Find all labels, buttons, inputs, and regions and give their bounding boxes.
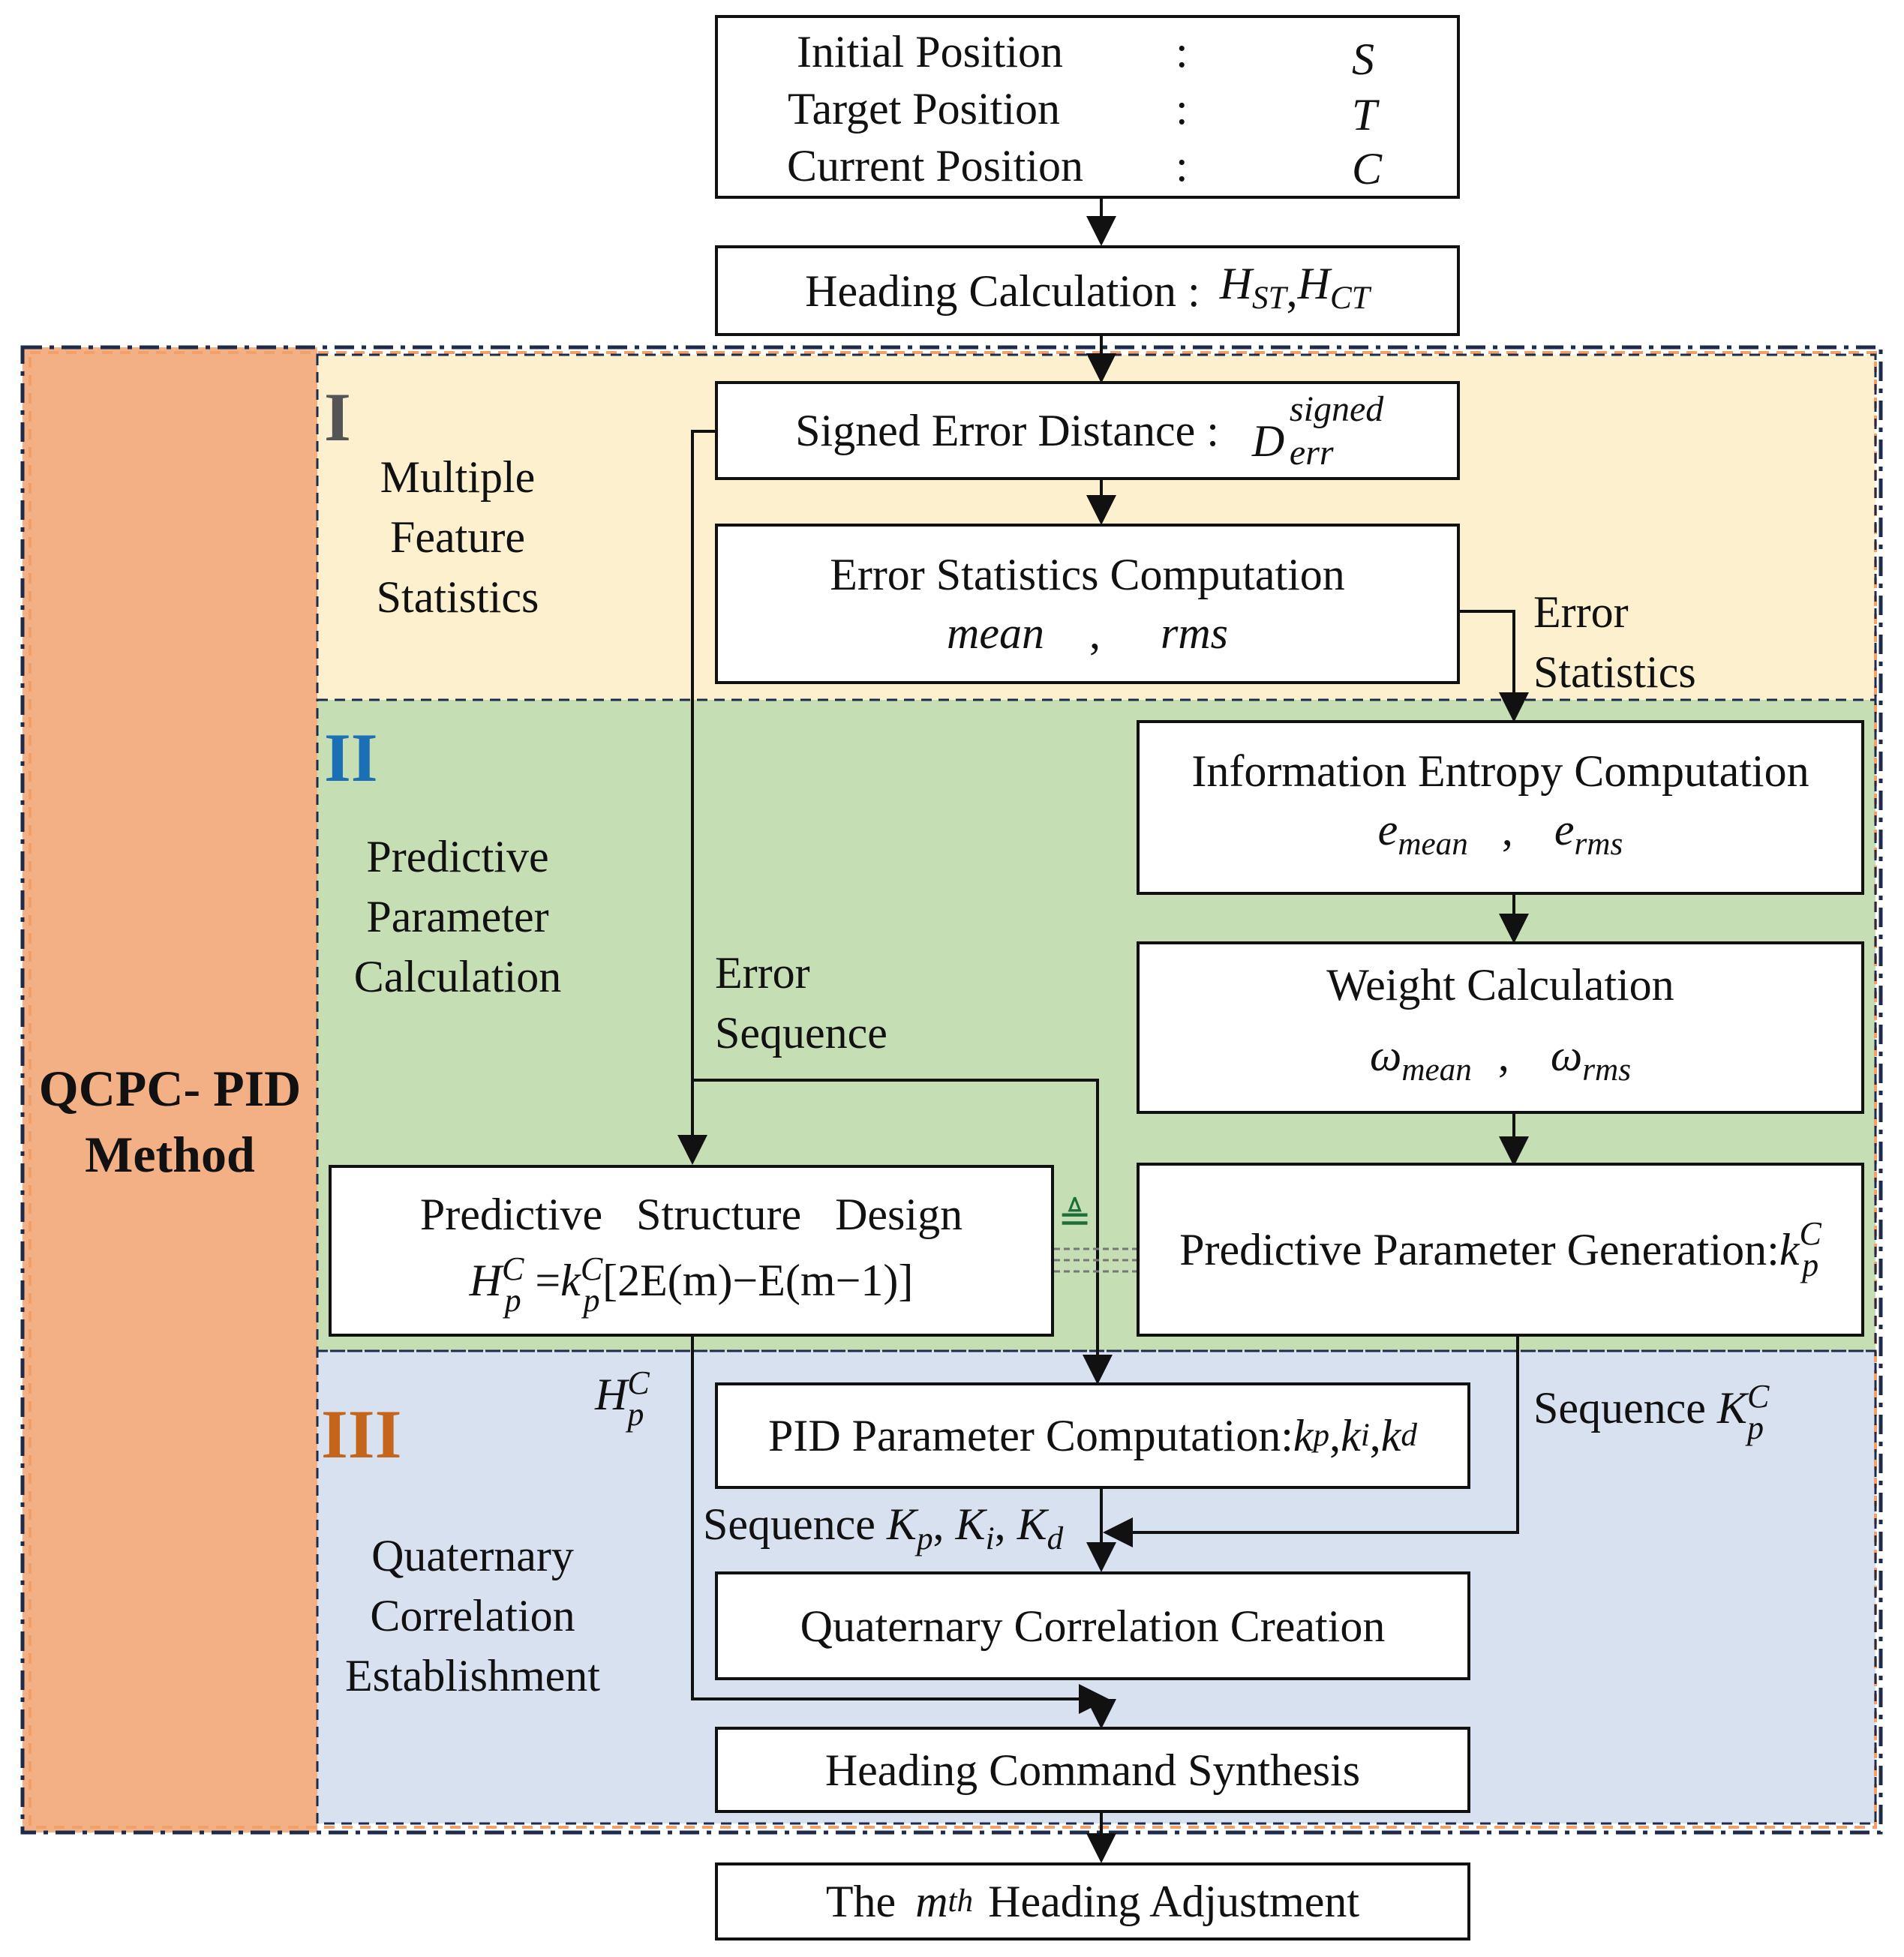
stage-2-numeral: II bbox=[324, 719, 378, 796]
heading-adjustment-post: Heading Adjustment bbox=[988, 1877, 1360, 1926]
error-statistics-rms: rms bbox=[1160, 608, 1228, 658]
error-statistics-label: Error Statistics bbox=[1533, 587, 1696, 697]
arrow-error-sequence-to-pid bbox=[692, 1079, 1113, 1385]
inputs-box: Initial Position : S Target Position : T… bbox=[715, 15, 1460, 199]
equivalence-connector bbox=[1054, 1247, 1137, 1273]
signed-error-label: Signed Error Distance : bbox=[795, 406, 1219, 455]
weight-calculation-box: Weight Calculation ωmean , ωrms bbox=[1137, 941, 1864, 1114]
quaternary-correlation-box: Quaternary Correlation Creation bbox=[715, 1571, 1470, 1680]
input-label-initial: Initial Position bbox=[797, 27, 1064, 77]
arrow-kp-sequence-to-quaternary bbox=[1103, 1337, 1519, 1547]
heading-h-st: HST bbox=[1219, 258, 1287, 316]
information-entropy-vars: emean , erms bbox=[1377, 804, 1623, 862]
information-entropy-title: Information Entropy Computation bbox=[1191, 746, 1809, 796]
stage-3-title-line1: Quaternary bbox=[371, 1531, 574, 1580]
method-label-line1: QCPC- PID bbox=[38, 1060, 302, 1117]
signed-error-symbol: D signed err bbox=[1251, 389, 1384, 473]
stage-2-title-line1: Predictive bbox=[366, 832, 549, 881]
heading-calculation-label: Heading Calculation : bbox=[805, 266, 1200, 316]
input-label-current: Current Position bbox=[787, 141, 1084, 191]
error-statistics-title: Error Statistics Computation bbox=[830, 550, 1345, 599]
stage-2-title: Predictive Parameter Calculation bbox=[330, 827, 585, 1007]
predictive-parameter-generation-label: Predictive Parameter Generation: bbox=[1179, 1225, 1779, 1274]
stage-1-numeral: I bbox=[324, 379, 351, 455]
heading-adjustment-pre: The bbox=[825, 1877, 896, 1926]
error-statistics-mean: mean bbox=[947, 608, 1044, 658]
method-label-line2: Method bbox=[85, 1126, 255, 1183]
stage-1-title-line2: Feature bbox=[390, 512, 525, 562]
heading-command-synthesis-box: Heading Command Synthesis bbox=[715, 1727, 1470, 1813]
input-label-target: Target Position bbox=[788, 84, 1061, 134]
stage-3-title-line3: Establishment bbox=[345, 1651, 600, 1700]
sequence-k-label: Sequence Kp, Ki, Kd bbox=[703, 1499, 1064, 1556]
heading-calculation-box: Heading Calculation : HST , HCT bbox=[715, 245, 1460, 336]
stage-2-title-line3: Calculation bbox=[353, 952, 562, 1001]
input-colon-initial: : bbox=[1176, 27, 1188, 77]
input-symbol-target: T bbox=[1352, 90, 1377, 140]
error-statistics-vars: mean , rms bbox=[947, 608, 1228, 658]
input-symbol-current: C bbox=[1352, 144, 1383, 194]
input-colon-target: : bbox=[1176, 84, 1188, 134]
error-statistics-box: Error Statistics Computation mean , rms bbox=[715, 524, 1460, 684]
outer-method-frame-accent bbox=[29, 351, 1877, 1829]
stage-2-title-line2: Parameter bbox=[366, 892, 549, 941]
input-row-current: Current Position : C bbox=[718, 137, 1457, 195]
weight-calculation-title: Weight Calculation bbox=[1326, 960, 1674, 1010]
stage-3-numeral: III bbox=[321, 1396, 402, 1472]
stage-1-title: Multiple Feature Statistics bbox=[330, 447, 585, 627]
method-band bbox=[23, 347, 317, 1832]
stage-3-title-line2: Correlation bbox=[370, 1591, 575, 1640]
outer-method-frame bbox=[20, 345, 1883, 1835]
heading-h-ct: HCT bbox=[1297, 258, 1370, 316]
stage-3-title: Quaternary Correlation Establishment bbox=[323, 1526, 623, 1706]
input-symbol-initial: S bbox=[1352, 35, 1374, 84]
stage-1-title-line3: Statistics bbox=[376, 572, 539, 622]
arrow-errstats-to-entropy bbox=[1459, 610, 1529, 722]
input-colon-current: : bbox=[1176, 141, 1188, 191]
method-label: QCPC- PID Method bbox=[23, 1050, 317, 1193]
weight-calculation-vars: ωmean , ωrms bbox=[1369, 1031, 1632, 1088]
quaternary-correlation-label: Quaternary Correlation Creation bbox=[800, 1601, 1386, 1651]
error-sequence-label: Error Sequence bbox=[715, 948, 887, 1058]
heading-comma: , bbox=[1286, 266, 1298, 316]
equivalence-glyph: ≜ bbox=[1058, 1196, 1092, 1241]
arrow-error-sequence-to-structure bbox=[677, 430, 715, 1165]
signed-error-box: Signed Error Distance : D signed err bbox=[715, 381, 1460, 480]
heading-command-synthesis-label: Heading Command Synthesis bbox=[824, 1745, 1361, 1795]
input-row-target: Target Position : T bbox=[718, 80, 1457, 140]
predictive-structure-title: Predictive Structure Design bbox=[419, 1189, 963, 1239]
stage-1-title-line1: Multiple bbox=[380, 452, 536, 502]
pid-parameter-label: PID Parameter Computation: bbox=[768, 1411, 1293, 1460]
input-row-initial: Initial Position : S bbox=[718, 23, 1457, 84]
information-entropy-box: Information Entropy Computation emean , … bbox=[1137, 720, 1864, 895]
